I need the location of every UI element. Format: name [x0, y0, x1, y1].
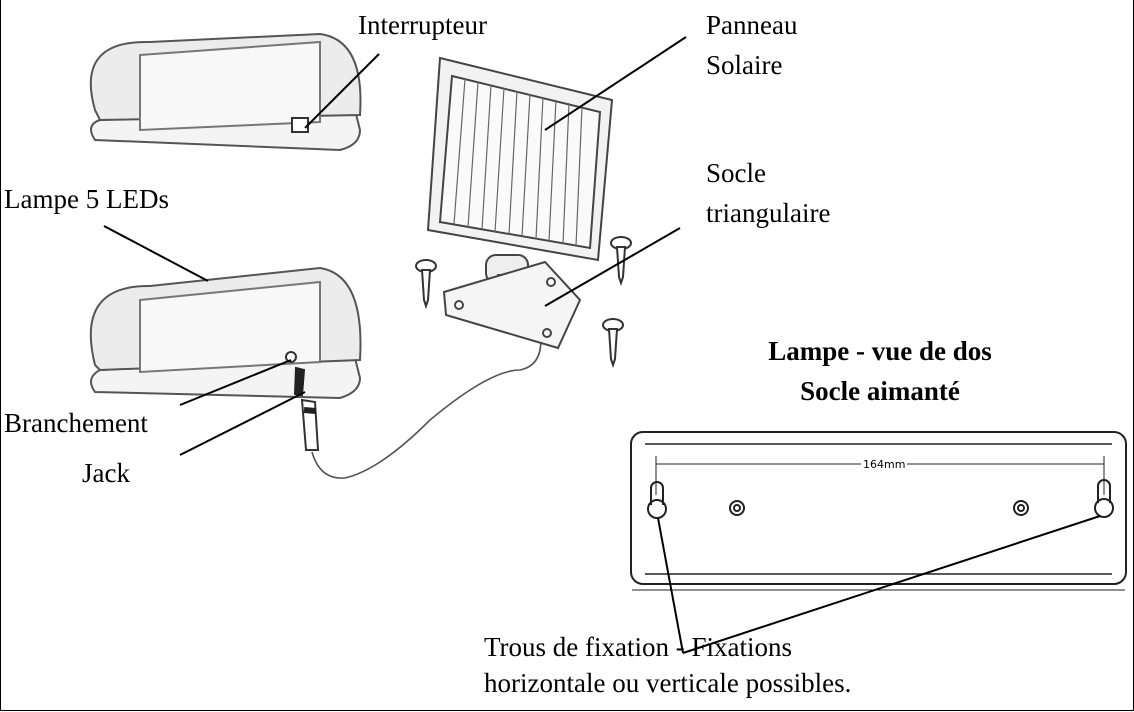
label-panneau-line1: Panneau: [706, 10, 798, 40]
label-panneau-line2: Solaire: [706, 50, 783, 80]
cable-line: [311, 289, 542, 479]
lamp-bottom-illustration: [89, 266, 362, 451]
leader-lines: [103, 36, 1101, 654]
label-trous-line1: Trous de fixation - Fixations: [484, 632, 793, 662]
label-interrupteur: Interrupteur: [358, 10, 487, 40]
label-jack: Jack: [82, 458, 130, 488]
screw-icon: [415, 236, 632, 369]
label-socle-line1: Socle: [706, 158, 766, 188]
label-socle-line2: triangulaire: [706, 198, 831, 228]
dimension-label: 164mm: [861, 458, 908, 471]
label-branchement: Branchement: [4, 408, 148, 438]
lamp-top-illustration: [89, 32, 362, 152]
lamp-rear-view-drawing: [630, 431, 1127, 591]
solar-panel-illustration: [426, 56, 614, 350]
rear-view-title-line1: Lampe - vue de dos: [768, 336, 992, 366]
rear-view-title-line2: Socle aimanté: [800, 376, 960, 406]
label-lampe: Lampe 5 LEDs: [4, 184, 169, 214]
label-trous-line2: horizontale ou verticale possibles.: [484, 668, 852, 698]
switch-icon: [291, 117, 309, 133]
